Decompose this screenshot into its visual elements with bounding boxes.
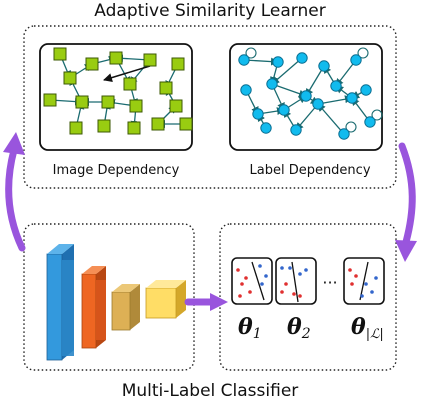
cnn-box xyxy=(23,223,195,371)
flow-arrow-down xyxy=(398,142,416,246)
image-node xyxy=(109,51,123,65)
point-red xyxy=(236,268,240,272)
image-node xyxy=(159,81,173,95)
point-red xyxy=(348,268,352,272)
label-node xyxy=(350,54,362,66)
decision-boundary xyxy=(359,261,369,301)
point-blue xyxy=(360,294,364,298)
label-edge xyxy=(317,95,353,105)
point-red xyxy=(240,282,244,286)
self-loop xyxy=(371,109,383,121)
theta-2: θ2 xyxy=(287,314,311,342)
label-edge xyxy=(317,103,345,135)
theta-L: θ|ℒ| xyxy=(351,314,384,342)
image-node xyxy=(53,47,67,61)
classifier-frame xyxy=(275,257,317,305)
image-node xyxy=(179,117,193,131)
label-node xyxy=(252,108,264,120)
classifier-panel-3 xyxy=(343,257,385,305)
image-node xyxy=(129,99,143,113)
image-node xyxy=(143,53,157,67)
label-node xyxy=(364,116,376,128)
image-node xyxy=(123,77,137,91)
label-node xyxy=(240,84,252,96)
classifier-title: Multi-Label Classifier xyxy=(122,381,299,401)
point-blue xyxy=(364,282,368,286)
label-edge xyxy=(271,57,303,85)
label-node xyxy=(360,84,372,96)
classifier-panel-1 xyxy=(231,257,273,305)
label-node xyxy=(318,60,330,72)
point-blue xyxy=(370,290,374,294)
flow-arrow-right-head xyxy=(210,293,228,311)
learner-title: Adaptive Similarity Learner xyxy=(94,1,325,21)
label-node xyxy=(260,122,272,134)
point-red xyxy=(244,276,248,280)
image-node xyxy=(75,95,89,109)
point-blue xyxy=(264,274,268,278)
image-node xyxy=(101,95,115,109)
point-red xyxy=(284,282,288,286)
point-blue xyxy=(374,276,378,280)
point-blue xyxy=(288,266,292,270)
image-node xyxy=(69,121,83,135)
ellipsis: ··· xyxy=(322,273,337,292)
theta-1: θ1 xyxy=(238,314,262,342)
label-node xyxy=(296,52,308,64)
decision-boundary xyxy=(251,261,265,301)
point-red xyxy=(298,294,302,298)
label-node xyxy=(266,78,278,90)
label-dependency-graph xyxy=(238,47,383,140)
flow-arrow-up xyxy=(5,146,26,252)
cnn-feature-extractor xyxy=(46,244,186,361)
image-node xyxy=(171,57,185,71)
point-blue xyxy=(258,264,262,268)
label-node xyxy=(312,98,324,110)
label-node xyxy=(346,92,358,104)
point-red xyxy=(350,282,354,286)
image-node xyxy=(63,71,77,85)
decision-boundary xyxy=(291,261,299,303)
label-node xyxy=(290,124,302,136)
point-blue xyxy=(304,268,308,272)
self-loop xyxy=(357,47,369,59)
label-node xyxy=(300,90,312,102)
label-node xyxy=(272,56,284,68)
point-red xyxy=(280,290,284,294)
point-red xyxy=(292,292,296,296)
flow-arrow-up-head xyxy=(3,132,25,155)
label-node xyxy=(338,128,350,140)
label-dependency-label: Label Dependency xyxy=(249,163,370,178)
label-edge xyxy=(271,83,307,98)
image-dependency-label: Image Dependency xyxy=(53,163,180,178)
label-node xyxy=(330,80,342,92)
flow-arrows xyxy=(3,132,417,311)
image-node xyxy=(151,117,165,131)
self-loop xyxy=(345,121,357,133)
point-red xyxy=(248,290,252,294)
point-red xyxy=(238,294,242,298)
classifier-panels xyxy=(231,257,385,305)
flow-arrow-down-head xyxy=(395,240,417,262)
self-loop xyxy=(245,47,257,59)
label-node xyxy=(238,54,250,66)
image-dependency-graph xyxy=(43,47,193,135)
point-blue xyxy=(260,282,264,286)
classifier-frame xyxy=(231,257,273,305)
similarity-learner-box xyxy=(23,25,397,189)
point-blue xyxy=(298,272,302,276)
classifier-panel-2 xyxy=(275,257,317,305)
image-node xyxy=(43,93,57,107)
image-edge-highlight xyxy=(103,65,151,82)
label-node xyxy=(278,104,290,116)
point-blue xyxy=(280,266,284,270)
point-red xyxy=(354,274,358,278)
image-node xyxy=(169,99,183,113)
image-node xyxy=(85,57,99,71)
image-node xyxy=(97,119,111,133)
image-node xyxy=(127,121,141,135)
label-edge xyxy=(305,65,325,97)
